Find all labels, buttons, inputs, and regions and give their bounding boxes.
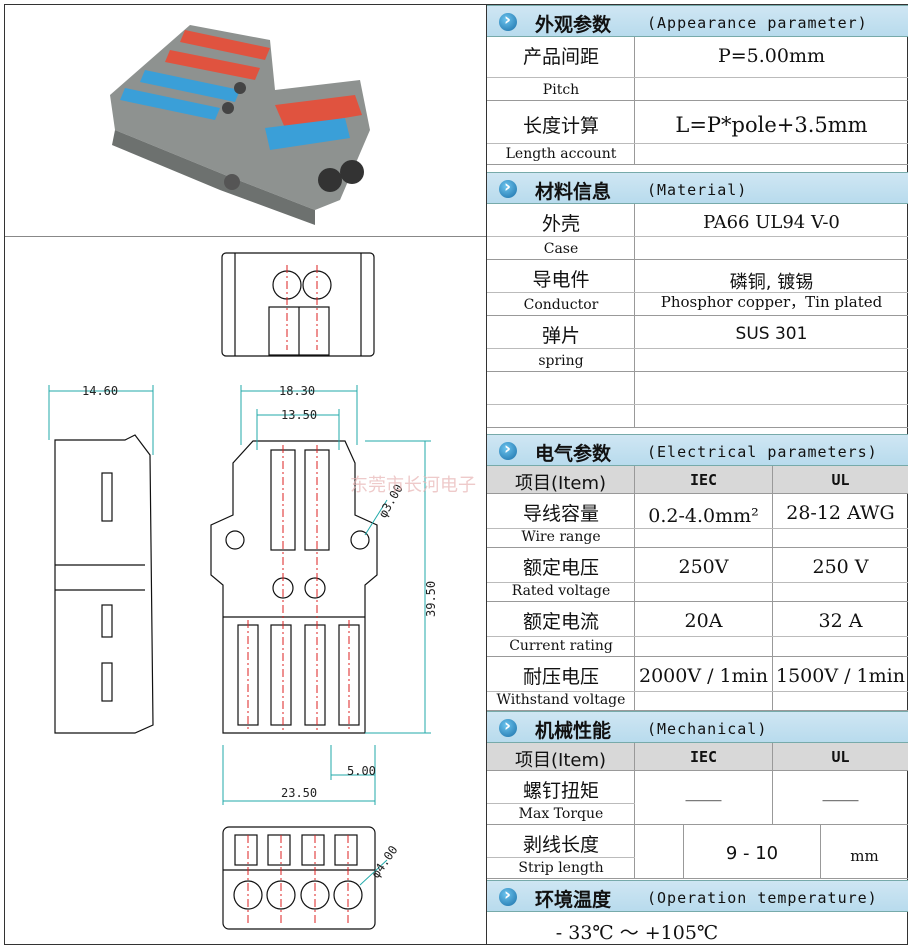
arrow-icon <box>499 439 517 460</box>
dim-pitch: 5.00 <box>347 764 376 778</box>
electrical-row: 额定电压 Rated voltage 250V 250 V <box>487 548 908 602</box>
label-zh: 外壳 <box>541 213 580 235</box>
value-ul: 32 A <box>818 610 863 632</box>
section-title: 材料信息 <box>535 181 612 203</box>
torque-iec: ____ <box>635 771 773 824</box>
label-en: Pitch <box>542 82 580 98</box>
header-iec: IEC <box>635 466 773 493</box>
section-mechanical: 机械性能 (Mechanical) <box>487 711 908 743</box>
value: L=P*pole+3.5mm <box>675 113 868 137</box>
arrow-icon <box>499 10 517 31</box>
electrical-row: 导线容量 Wire range 0.2-4.0mm² 28-12 AWG <box>487 494 908 548</box>
photo-divider <box>5 236 486 237</box>
arrow-icon <box>499 177 517 198</box>
mechanical-header: 项目(Item) IEC UL <box>487 743 908 771</box>
section-appearance: 外观参数 (Appearance parameter) <box>487 5 908 37</box>
label-zh: 额定电压 <box>522 557 599 579</box>
section-electrical: 电气参数 (Electrical parameters) <box>487 434 908 466</box>
value-ul: 1500V / 1min <box>776 665 905 687</box>
label-en: spring <box>538 353 584 369</box>
label-zh: 产品间距 <box>522 46 599 68</box>
strip-value: 9 - 10 <box>683 825 821 878</box>
label-zh: 长度计算 <box>522 115 599 137</box>
row-empty <box>487 372 908 428</box>
header-item: 项目(Item) <box>487 466 635 494</box>
section-subtitle: (Mechanical) <box>647 720 768 738</box>
watermark: 东莞市长河电子 <box>350 475 476 496</box>
datasheet-frame: 14.60 18.30 13.50 φ3.00 39.50 5.00 23.50… <box>4 4 908 945</box>
row-temperature: - 33℃ ～ +105℃ <box>487 912 908 944</box>
dim-top-width: 18.30 <box>279 384 315 398</box>
value-iec: 20A <box>635 602 773 656</box>
row-conductor: 导电件 Conductor 磷铜, 镀锡 Phosphor copper，Tin… <box>487 260 908 316</box>
section-title: 电气参数 <box>535 443 612 465</box>
value-iec: 2000V / 1min <box>635 657 773 710</box>
value-ul: 28-12 AWG <box>786 502 895 524</box>
section-subtitle: (Material) <box>647 181 748 199</box>
label-en: Withstand voltage <box>496 692 626 708</box>
value-iec: 0.2-4.0mm² <box>635 494 773 547</box>
value-iec: 250V <box>635 548 773 601</box>
row-torque: 螺钉扭矩 Max Torque ____ ____ <box>487 771 908 825</box>
value: 磷铜, 镀锡 <box>729 272 814 293</box>
section-subtitle: (Operation temperature) <box>647 889 878 907</box>
section-material: 材料信息 (Material) <box>487 172 908 204</box>
dimension-drawing: 14.60 18.30 13.50 φ3.00 39.50 5.00 23.50… <box>48 252 438 930</box>
value: PA66 UL94 V-0 <box>703 212 840 233</box>
value-en: Phosphor copper，Tin plated <box>660 293 883 311</box>
header-iec: IEC <box>635 743 773 770</box>
temperature-value: - 33℃ ～ +105℃ <box>555 922 719 944</box>
section-title: 机械性能 <box>535 720 612 742</box>
dim-side-width: 14.60 <box>82 384 118 398</box>
electrical-header: 项目(Item) IEC UL <box>487 466 908 494</box>
strip-unit: mm <box>850 847 879 865</box>
label-zh: 耐压电压 <box>522 666 599 688</box>
label-zh: 导线容量 <box>522 503 599 525</box>
label-en: Conductor <box>523 297 599 313</box>
label-en: Case <box>543 241 579 257</box>
dim-height: 39.50 <box>424 581 438 617</box>
label-en: Current rating <box>509 638 613 654</box>
section-title: 外观参数 <box>535 14 612 36</box>
label-en: Max Torque <box>518 806 604 822</box>
product-photo <box>110 25 370 225</box>
row-strip: 剥线长度 Strip length 9 - 10 mm <box>487 825 908 879</box>
label-zh: 弹片 <box>541 325 580 347</box>
label-en: Strip length <box>518 860 604 876</box>
label-zh: 额定电流 <box>522 611 599 633</box>
arrow-icon <box>499 885 517 906</box>
red-lever-icon <box>165 30 362 128</box>
arrow-icon <box>499 716 517 737</box>
value: P=5.00mm <box>717 45 826 67</box>
row-pitch: 产品间距 Pitch P=5.00mm <box>487 37 908 101</box>
blue-lever-icon <box>120 70 350 150</box>
label-zh: 导电件 <box>532 269 590 291</box>
header-item: 项目(Item) <box>487 743 635 771</box>
dim-wire-hole: φ4.00 <box>368 843 400 881</box>
section-title: 环境温度 <box>535 889 612 911</box>
label-en: Wire range <box>521 529 601 545</box>
label-en: Rated voltage <box>511 583 611 599</box>
dim-total-width: 23.50 <box>281 786 317 800</box>
label-zh: 螺钉扭矩 <box>522 780 599 802</box>
value: SUS 301 <box>735 324 808 344</box>
section-temperature: 环境温度 (Operation temperature) <box>487 880 908 912</box>
row-case: 外壳 Case PA66 UL94 V-0 <box>487 204 908 260</box>
section-subtitle: (Appearance parameter) <box>647 14 868 32</box>
drawing-panel: 14.60 18.30 13.50 φ3.00 39.50 5.00 23.50… <box>5 5 487 944</box>
electrical-row: 额定电流 Current rating 20A 32 A <box>487 602 908 657</box>
header-ul: UL <box>831 748 850 766</box>
value-ul: 250 V <box>812 556 869 578</box>
label-zh: 剥线长度 <box>522 834 599 856</box>
row-spring: 弹片 spring SUS 301 <box>487 316 908 372</box>
torque-ul: ____ <box>822 781 859 802</box>
parameter-panel: 外观参数 (Appearance parameter) 产品间距 Pitch P… <box>487 5 908 944</box>
row-length: 长度计算 Length account L=P*pole+3.5mm <box>487 101 908 165</box>
label-en: Length account <box>505 146 617 162</box>
dim-inner-width: 13.50 <box>281 408 317 422</box>
section-subtitle: (Electrical parameters) <box>647 443 878 461</box>
header-ul: UL <box>831 471 850 489</box>
